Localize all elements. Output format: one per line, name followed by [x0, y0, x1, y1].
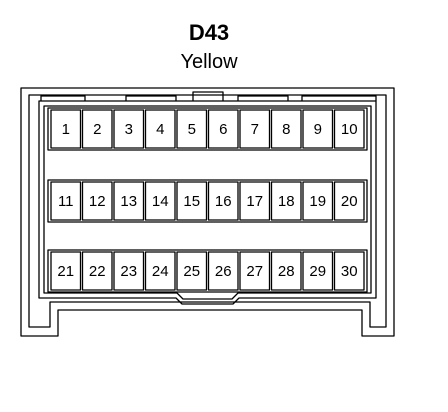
pin-cell-30: [333, 251, 365, 291]
pin-cell-10: [333, 109, 365, 149]
housing-outline: [20, 87, 395, 337]
pin-cell-7: [239, 109, 271, 149]
connector-id: D43: [188, 20, 230, 45]
pin-number-12: 12: [89, 193, 106, 210]
pin-cell-14: [144, 181, 176, 221]
pin-cell-19: [302, 181, 334, 221]
pin-cell-13: [113, 181, 145, 221]
pin-number-6: 6: [219, 121, 227, 138]
pin-cell-22: [81, 251, 113, 291]
pin-number-10: 10: [341, 121, 358, 138]
pin-number-28: 28: [278, 263, 295, 280]
pin-number-23: 23: [120, 263, 137, 280]
pin-number-17: 17: [246, 193, 263, 210]
pin-number-20: 20: [341, 193, 358, 210]
pin-cell-12: [81, 181, 113, 221]
pin-cell-4: [144, 109, 176, 149]
pin-number-24: 24: [152, 263, 169, 280]
pin-row-2: [47, 179, 368, 223]
pin-cavity-frame-inner: [43, 105, 372, 300]
pin-cell-18: [270, 181, 302, 221]
pin-cell-8: [270, 109, 302, 149]
pin-number-18: 18: [278, 193, 295, 210]
pin-cell-6: [207, 109, 239, 149]
pin-number-16: 16: [215, 193, 232, 210]
pin-cell-15: [176, 181, 208, 221]
pin-cell-3: [113, 109, 145, 149]
pin-number-30: 30: [341, 263, 358, 280]
pin-cell-26: [207, 251, 239, 291]
pin-number-5: 5: [188, 121, 196, 138]
pin-cell-1: [50, 109, 82, 149]
pin-number-29: 29: [309, 263, 326, 280]
pin-row-1: [47, 107, 368, 151]
pin-cell-11: [50, 181, 82, 221]
pin-number-11: 11: [58, 193, 74, 210]
pin-cavity-frame: [38, 100, 377, 305]
pin-number-2: 2: [93, 121, 101, 138]
pin-cell-24: [144, 251, 176, 291]
pin-cell-21: [50, 251, 82, 291]
pin-number-25: 25: [183, 263, 200, 280]
pin-cell-2: [81, 109, 113, 149]
pin-number-1: 1: [62, 121, 70, 138]
pin-cell-28: [270, 251, 302, 291]
pin-number-4: 4: [156, 121, 164, 138]
pin-cell-29: [302, 251, 334, 291]
housing-inner-wall: [28, 94, 387, 328]
pin-number-9: 9: [314, 121, 322, 138]
pin-cell-17: [239, 181, 271, 221]
pin-number-3: 3: [125, 121, 133, 138]
pin-number-15: 15: [183, 193, 200, 210]
pin-number-14: 14: [152, 193, 169, 210]
pin-cell-5: [176, 109, 208, 149]
connector-color: Yellow: [180, 51, 238, 73]
pin-cell-20: [333, 181, 365, 221]
pin-number-8: 8: [282, 121, 290, 138]
pin-cell-23: [113, 251, 145, 291]
pin-number-22: 22: [89, 263, 106, 280]
pin-cell-25: [176, 251, 208, 291]
pin-number-19: 19: [309, 193, 326, 210]
pin-number-7: 7: [251, 121, 259, 138]
pin-cell-16: [207, 181, 239, 221]
pin-row-3: [47, 249, 368, 293]
pin-cell-27: [239, 251, 271, 291]
top-key-tabs: [40, 91, 377, 101]
pin-number-21: 21: [57, 263, 74, 280]
pin-number-26: 26: [215, 263, 232, 280]
pin-cell-9: [302, 109, 334, 149]
pin-number-27: 27: [246, 263, 263, 280]
pin-number-13: 13: [120, 193, 137, 210]
